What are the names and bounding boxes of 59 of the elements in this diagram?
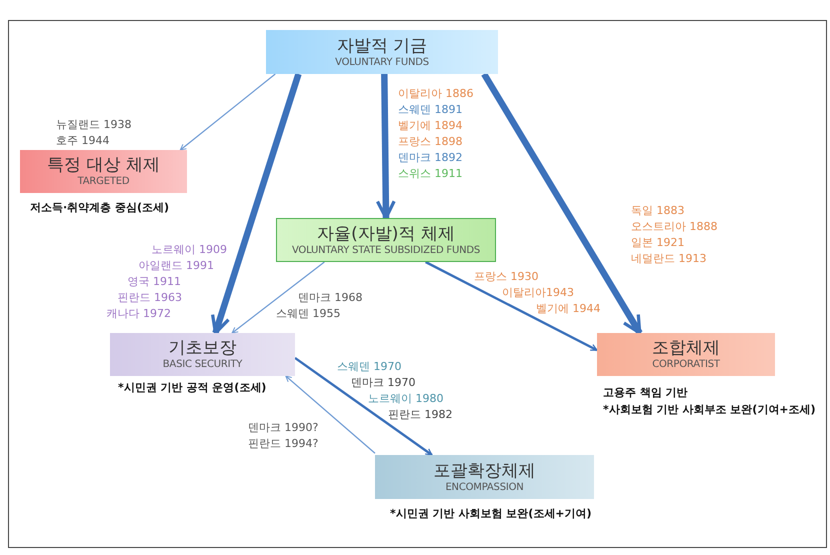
country-year-label: 이탈리아 1886	[398, 86, 474, 101]
arrow	[481, 72, 642, 335]
regime-title: 특정 대상 체제	[47, 155, 160, 175]
country-year-label: 덴마크 1970	[351, 375, 416, 390]
note-text: 고용주 책임 기반	[603, 385, 688, 400]
regime-box	[20, 150, 187, 193]
country-year-label: 독일 1883	[631, 203, 684, 218]
country-year-label: 핀란드 1994?	[248, 436, 318, 451]
arrow	[232, 262, 325, 334]
country-year-label: 덴마크 1990?	[248, 420, 318, 435]
country-year-label: 핀란드 1963	[118, 290, 182, 305]
regime-title: 자발적 기금	[336, 36, 428, 56]
country-year-label: 캐나다 1972	[106, 306, 171, 321]
regime-title: 조합체제	[652, 338, 720, 358]
regime-subtitle: BASIC SECURITY	[162, 358, 242, 371]
country-year-label: 벨기에 1894	[398, 118, 462, 133]
note-text: *사회보험 기반 사회부조 보완(기여+조세)	[603, 402, 816, 417]
country-year-label: 스웨덴 1970	[337, 359, 402, 374]
country-year-label: 영국 1911	[128, 274, 181, 289]
country-year-label: 스웨덴 1955	[276, 306, 340, 321]
note-text: 저소득·취약계층 중심(조세)	[30, 200, 170, 215]
country-year-label: 프랑스 1930	[474, 269, 538, 284]
arrow	[376, 74, 396, 220]
arrow	[210, 73, 302, 335]
country-year-label: 이탈리아1943	[502, 285, 574, 300]
regime-box	[276, 218, 496, 262]
country-year-label: 핀란드 1982	[388, 407, 452, 422]
country-year-label: 노르웨이 1980	[368, 391, 444, 406]
regime-subtitle: CORPORATIST	[652, 358, 720, 371]
regime-subtitle: ENCOMPASSION	[445, 480, 524, 494]
arrow	[294, 356, 433, 456]
note-text: *시민권 기반 사회보험 보완(조세+기여)	[390, 506, 592, 521]
country-year-label: 일본 1921	[631, 235, 684, 250]
country-year-label: 호주 1944	[56, 133, 110, 148]
regime-subtitle: TARGETED	[78, 175, 130, 188]
regime-box	[375, 455, 594, 499]
arrow	[285, 376, 376, 454]
country-year-label: 프랑스 1898	[398, 134, 462, 149]
country-year-label: 뉴질랜드 1938	[56, 117, 132, 132]
country-year-label: 노르웨이 1909	[152, 242, 227, 257]
country-year-label: 오스트리아 1888	[631, 219, 718, 234]
regime-title: 자율(자발)적 체제	[317, 224, 455, 244]
arrow	[425, 260, 598, 352]
country-year-label: 덴마크 1968	[298, 290, 362, 305]
regime-title: 기초보장	[168, 338, 236, 358]
regime-subtitle: VOLUNTARY STATE SUBSIDIZED FUNDS	[292, 244, 480, 256]
arrow	[180, 74, 276, 150]
country-year-label: 아일랜드 1991	[138, 258, 214, 273]
country-year-label: 벨기에 1944	[536, 301, 600, 316]
country-year-label: 네덜란드 1913	[631, 251, 706, 266]
regime-title: 포괄확장체제	[434, 460, 536, 480]
regime-box	[266, 30, 498, 74]
country-year-label: 덴마크 1892	[398, 150, 462, 165]
country-year-label: 스웨덴 1891	[398, 102, 462, 117]
regime-box	[110, 333, 295, 376]
regime-box	[597, 333, 775, 376]
country-year-label: 스위스 1911	[398, 166, 462, 181]
note-text: *시민권 기반 공적 운영(조세)	[118, 380, 266, 395]
regime-subtitle: VOLUNTARY FUNDS	[335, 56, 429, 68]
